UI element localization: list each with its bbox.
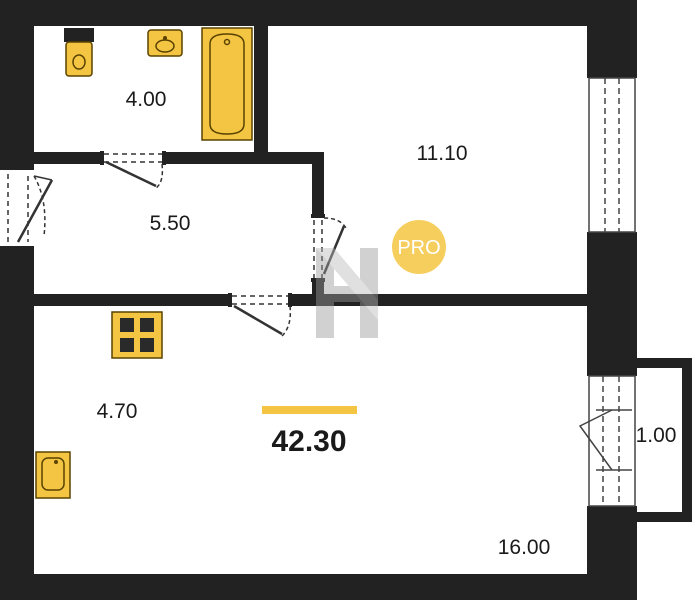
door-icon	[2, 151, 347, 337]
wall-hall-right-upper	[312, 152, 324, 218]
total-area: 42.30	[271, 425, 346, 458]
room-area-balcony: 1.00	[636, 424, 677, 447]
wall-right-mid	[587, 232, 637, 376]
bathtub-icon	[201, 27, 253, 141]
wall-bath-right	[254, 26, 268, 152]
kitchen-sink-icon	[35, 451, 71, 499]
balcony	[630, 358, 692, 522]
room-area-kitchen: 4.70	[97, 400, 138, 423]
balcony-wall-right	[682, 358, 692, 522]
wall-bath-bottom-left	[34, 152, 102, 164]
room-area-living: 16.00	[498, 536, 551, 559]
wall-top	[0, 0, 637, 26]
sink-icon	[147, 29, 183, 57]
watermark-logo	[316, 248, 378, 338]
stove-icon	[111, 311, 163, 359]
balcony-wall-top	[630, 358, 692, 368]
wall-middle-left	[34, 294, 230, 306]
wall-right-top	[587, 0, 637, 78]
wall-left-upper	[0, 0, 34, 170]
wall-right-bottom	[587, 506, 637, 600]
room-area-bathroom: 4.00	[126, 88, 167, 111]
toilet-icon	[64, 28, 94, 77]
balcony-door-icon	[578, 375, 636, 507]
balcony-wall-bottom	[630, 512, 692, 522]
room-area-hall: 5.50	[150, 212, 191, 235]
wall-left-lower	[0, 246, 34, 600]
wall-bottom	[0, 574, 637, 600]
accent-bar	[262, 406, 357, 414]
outer-walls	[0, 0, 637, 600]
window-icon	[588, 77, 636, 233]
pro-badge: PRO	[392, 220, 446, 274]
pro-badge-label: PRO	[397, 237, 440, 259]
wall-middle-right	[290, 294, 587, 306]
wall-bath-bottom-right	[164, 152, 324, 164]
room-area-bedroom: 11.10	[417, 142, 468, 165]
interior-walls	[34, 26, 587, 306]
